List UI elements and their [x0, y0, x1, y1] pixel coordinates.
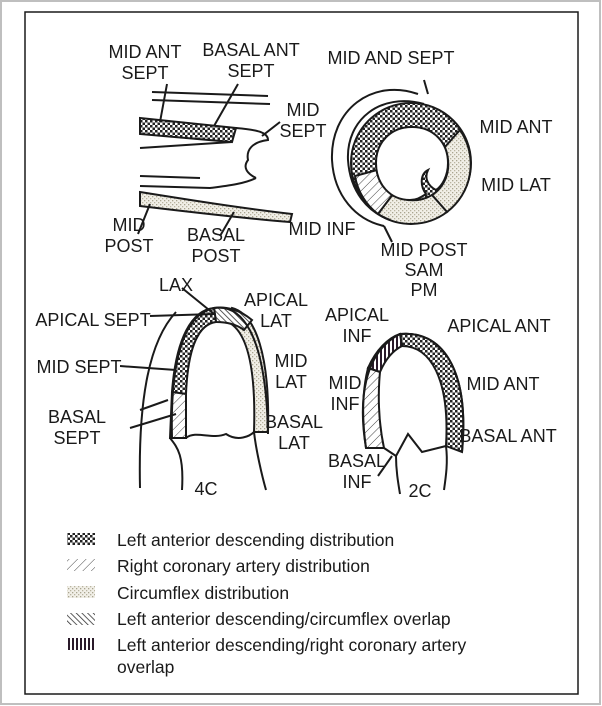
- 4c-rv-outline: [138, 311, 177, 489]
- label-2c: 2C: [408, 481, 431, 501]
- 2c-apical-inf-overlap: [366, 332, 404, 374]
- parasternal-long-axis-view: [137, 83, 294, 237]
- legend-item-lad-rca: Left anterior descending/right coronary …: [67, 635, 466, 677]
- short-axis-view: [330, 79, 472, 243]
- 4c-atria: [169, 431, 267, 491]
- legend-item-cx: Circumflex distribution: [67, 583, 289, 603]
- rv-outline: [330, 88, 419, 227]
- 2c-outline: [361, 332, 465, 453]
- legend-swatch-rca: [67, 559, 95, 571]
- label-mid-inf: MID INF: [289, 219, 356, 239]
- legend-swatch-cx: [67, 586, 95, 598]
- label-apical-ant: APICAL ANT: [447, 316, 550, 336]
- label-mid-sept-4c: MID SEPT: [36, 357, 121, 377]
- septum-segment: [139, 116, 238, 144]
- legend: Left anterior descending distribution Ri…: [67, 530, 466, 677]
- label-mid-and-sept: MID AND SEPT: [327, 48, 454, 68]
- label-mid-ant-2c: MID ANT: [466, 374, 539, 394]
- sax-cavity: [374, 125, 450, 202]
- legend-text-cx: Circumflex distribution: [117, 583, 289, 603]
- 2c-anterior-lad: [398, 332, 465, 454]
- legend-swatch-lad: [67, 533, 95, 545]
- legend-text-lad: Left anterior descending distribution: [117, 530, 394, 550]
- label-mid-lat-sax: MID LAT: [481, 175, 551, 195]
- label-mid-ant-sax: MID ANT: [479, 117, 552, 137]
- legend-swatch-lad-rca: [67, 638, 95, 650]
- figure-inner-border: [24, 11, 579, 695]
- legend-text-rca: Right coronary artery distribution: [117, 556, 370, 576]
- posterior-wall-segment: [139, 190, 294, 224]
- legend-item-rca: Right coronary artery distribution: [67, 556, 370, 576]
- legend-item-lad: Left anterior descending distribution: [67, 530, 394, 550]
- label-apical-sept: APICAL SEPT: [35, 310, 150, 330]
- legend-item-lad-cx: Left anterior descending/circumflex over…: [67, 609, 451, 629]
- two-chamber-view: [361, 332, 465, 495]
- legend-swatch-lad-cx: [67, 613, 95, 625]
- legend-text-lad-rca: Left anterior descending/right coronary …: [117, 635, 466, 677]
- 4c-lv-outline: [170, 306, 269, 439]
- 4c-lateral-wall-cx: [226, 306, 270, 433]
- legend-text-lad-cx: Left anterior descending/circumflex over…: [117, 609, 451, 629]
- label-4c: 4C: [194, 479, 217, 499]
- four-chamber-view: [119, 287, 270, 491]
- label-basal-ant: BASAL ANT: [459, 426, 556, 446]
- label-lax: LAX: [159, 275, 193, 295]
- 2c-valve: [383, 432, 448, 495]
